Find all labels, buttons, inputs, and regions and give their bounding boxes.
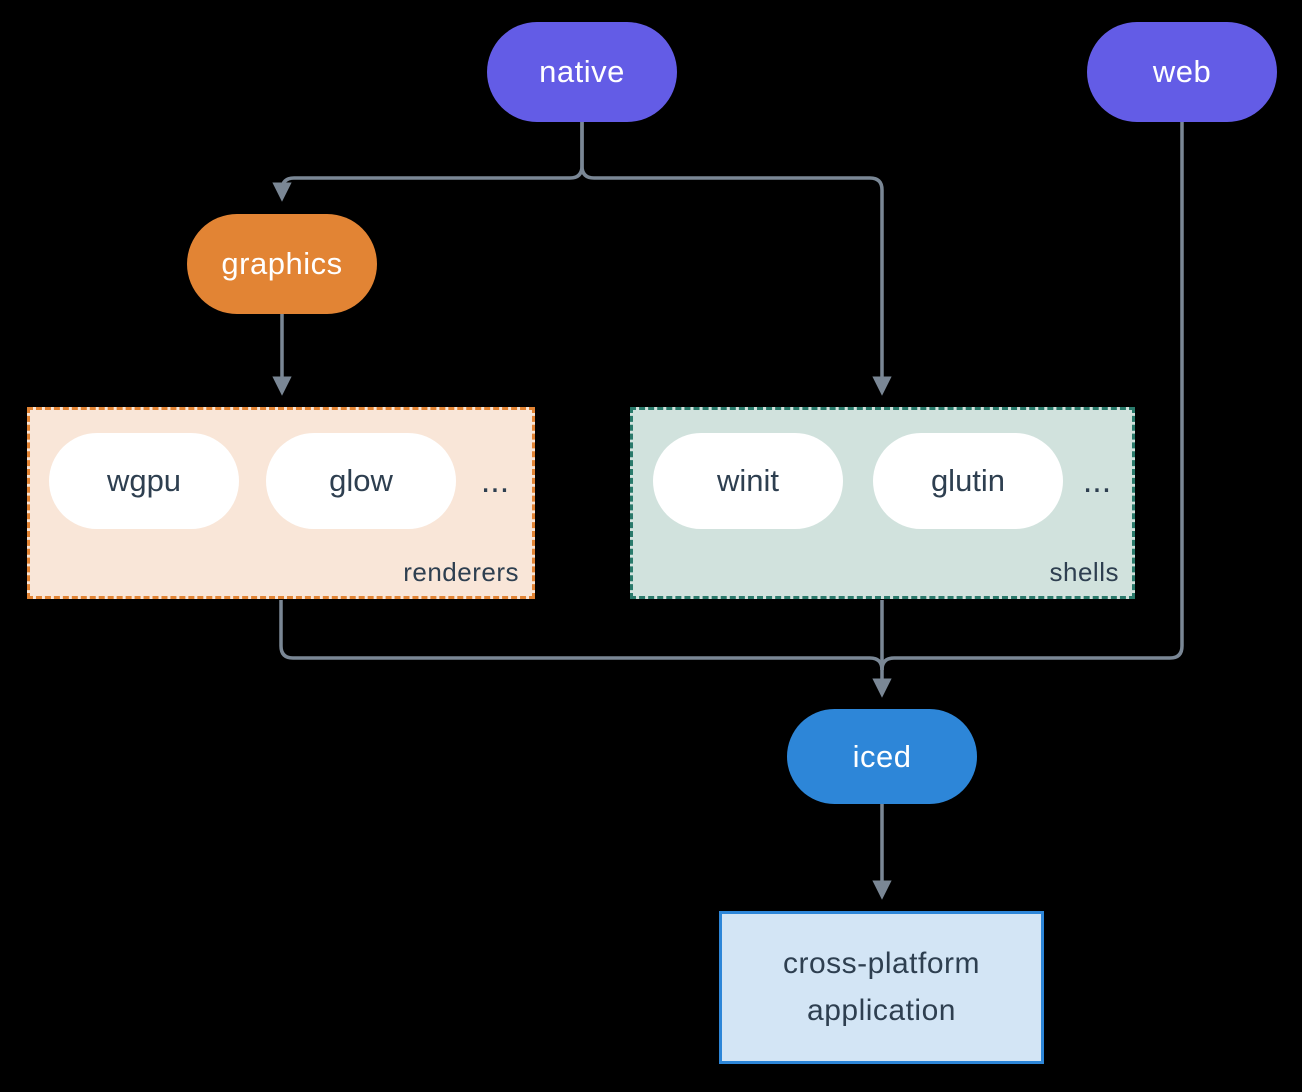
node-graphics-label: graphics	[221, 246, 343, 281]
node-glutin-label: glutin	[930, 463, 1006, 498]
group-renderers: wgpu glow ... renderers	[27, 407, 535, 599]
node-wgpu-label: wgpu	[106, 463, 182, 498]
shells-ellipsis: ...	[1082, 461, 1112, 500]
edge-native-to-shells	[580, 122, 892, 396]
node-cross-platform-application: cross-platform application	[719, 911, 1044, 1064]
application-label-line1: cross-platform	[782, 947, 981, 980]
renderers-group-label: renderers	[403, 557, 519, 587]
node-web: web	[1087, 22, 1277, 122]
node-iced-label: iced	[852, 738, 912, 774]
node-wgpu: wgpu	[49, 433, 239, 529]
edge-native-to-graphics	[272, 122, 584, 202]
node-glow: glow	[266, 433, 456, 529]
node-native: native	[487, 22, 677, 122]
application-label-line2: application	[807, 993, 956, 1027]
node-glutin: glutin	[873, 433, 1063, 529]
node-glow-label: glow	[329, 463, 393, 498]
node-web-label: web	[1152, 54, 1212, 89]
renderers-ellipsis: ...	[480, 461, 510, 500]
node-native-label: native	[539, 54, 625, 89]
shells-group-label: shells	[1049, 557, 1119, 587]
edge-renderers-to-merge	[279, 600, 884, 671]
node-graphics: graphics	[187, 214, 377, 314]
node-iced: iced	[787, 709, 977, 804]
group-shells: winit glutin ... shells	[630, 407, 1135, 599]
node-winit-label: winit	[716, 463, 779, 498]
node-winit: winit	[653, 433, 843, 529]
